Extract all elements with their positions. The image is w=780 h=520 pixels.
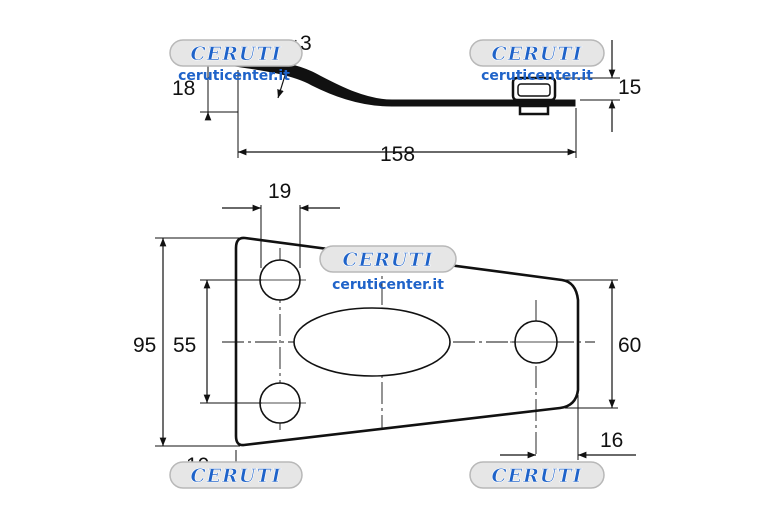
dim-hole-spacing-top: 19 [268,180,291,203]
dim-length: 158 [380,143,415,166]
top-view: 19 95 55 60 16 10 [133,180,641,477]
watermark-brand: CERUTI [191,43,282,65]
watermark-brand: CERUTI [343,249,434,271]
watermark-url: ceruticenter.it [178,68,290,84]
watermark-url: ceruticenter.it [332,277,444,293]
watermark-top-left: CERUTI ceruticenter.it [169,39,303,84]
side-view: 18 3 15 158 [172,32,641,166]
bolt-icon [511,76,557,116]
dim-right-offset: 16 [600,429,623,452]
watermark-brand: CERUTI [492,43,583,65]
dim-angle: 3 [300,32,312,55]
watermark-url: ceruticenter.it [481,68,593,84]
dim-overall-height: 95 [133,334,156,357]
watermark-brand: CERUTI [191,465,282,487]
dim-left-height: 18 [172,77,195,100]
watermark-top-right: CERUTI ceruticenter.it [469,39,605,84]
center-recess [293,307,451,377]
watermark-center: CERUTI ceruticenter.it [319,245,457,293]
dim-hole-distance: 55 [173,334,196,357]
dim-right-height: 15 [618,76,641,99]
watermark-bottom-left: CERUTI [169,461,303,489]
dim-right-height: 60 [618,334,641,357]
watermark-bottom-right: CERUTI [469,461,605,489]
watermark-brand: CERUTI [492,465,583,487]
